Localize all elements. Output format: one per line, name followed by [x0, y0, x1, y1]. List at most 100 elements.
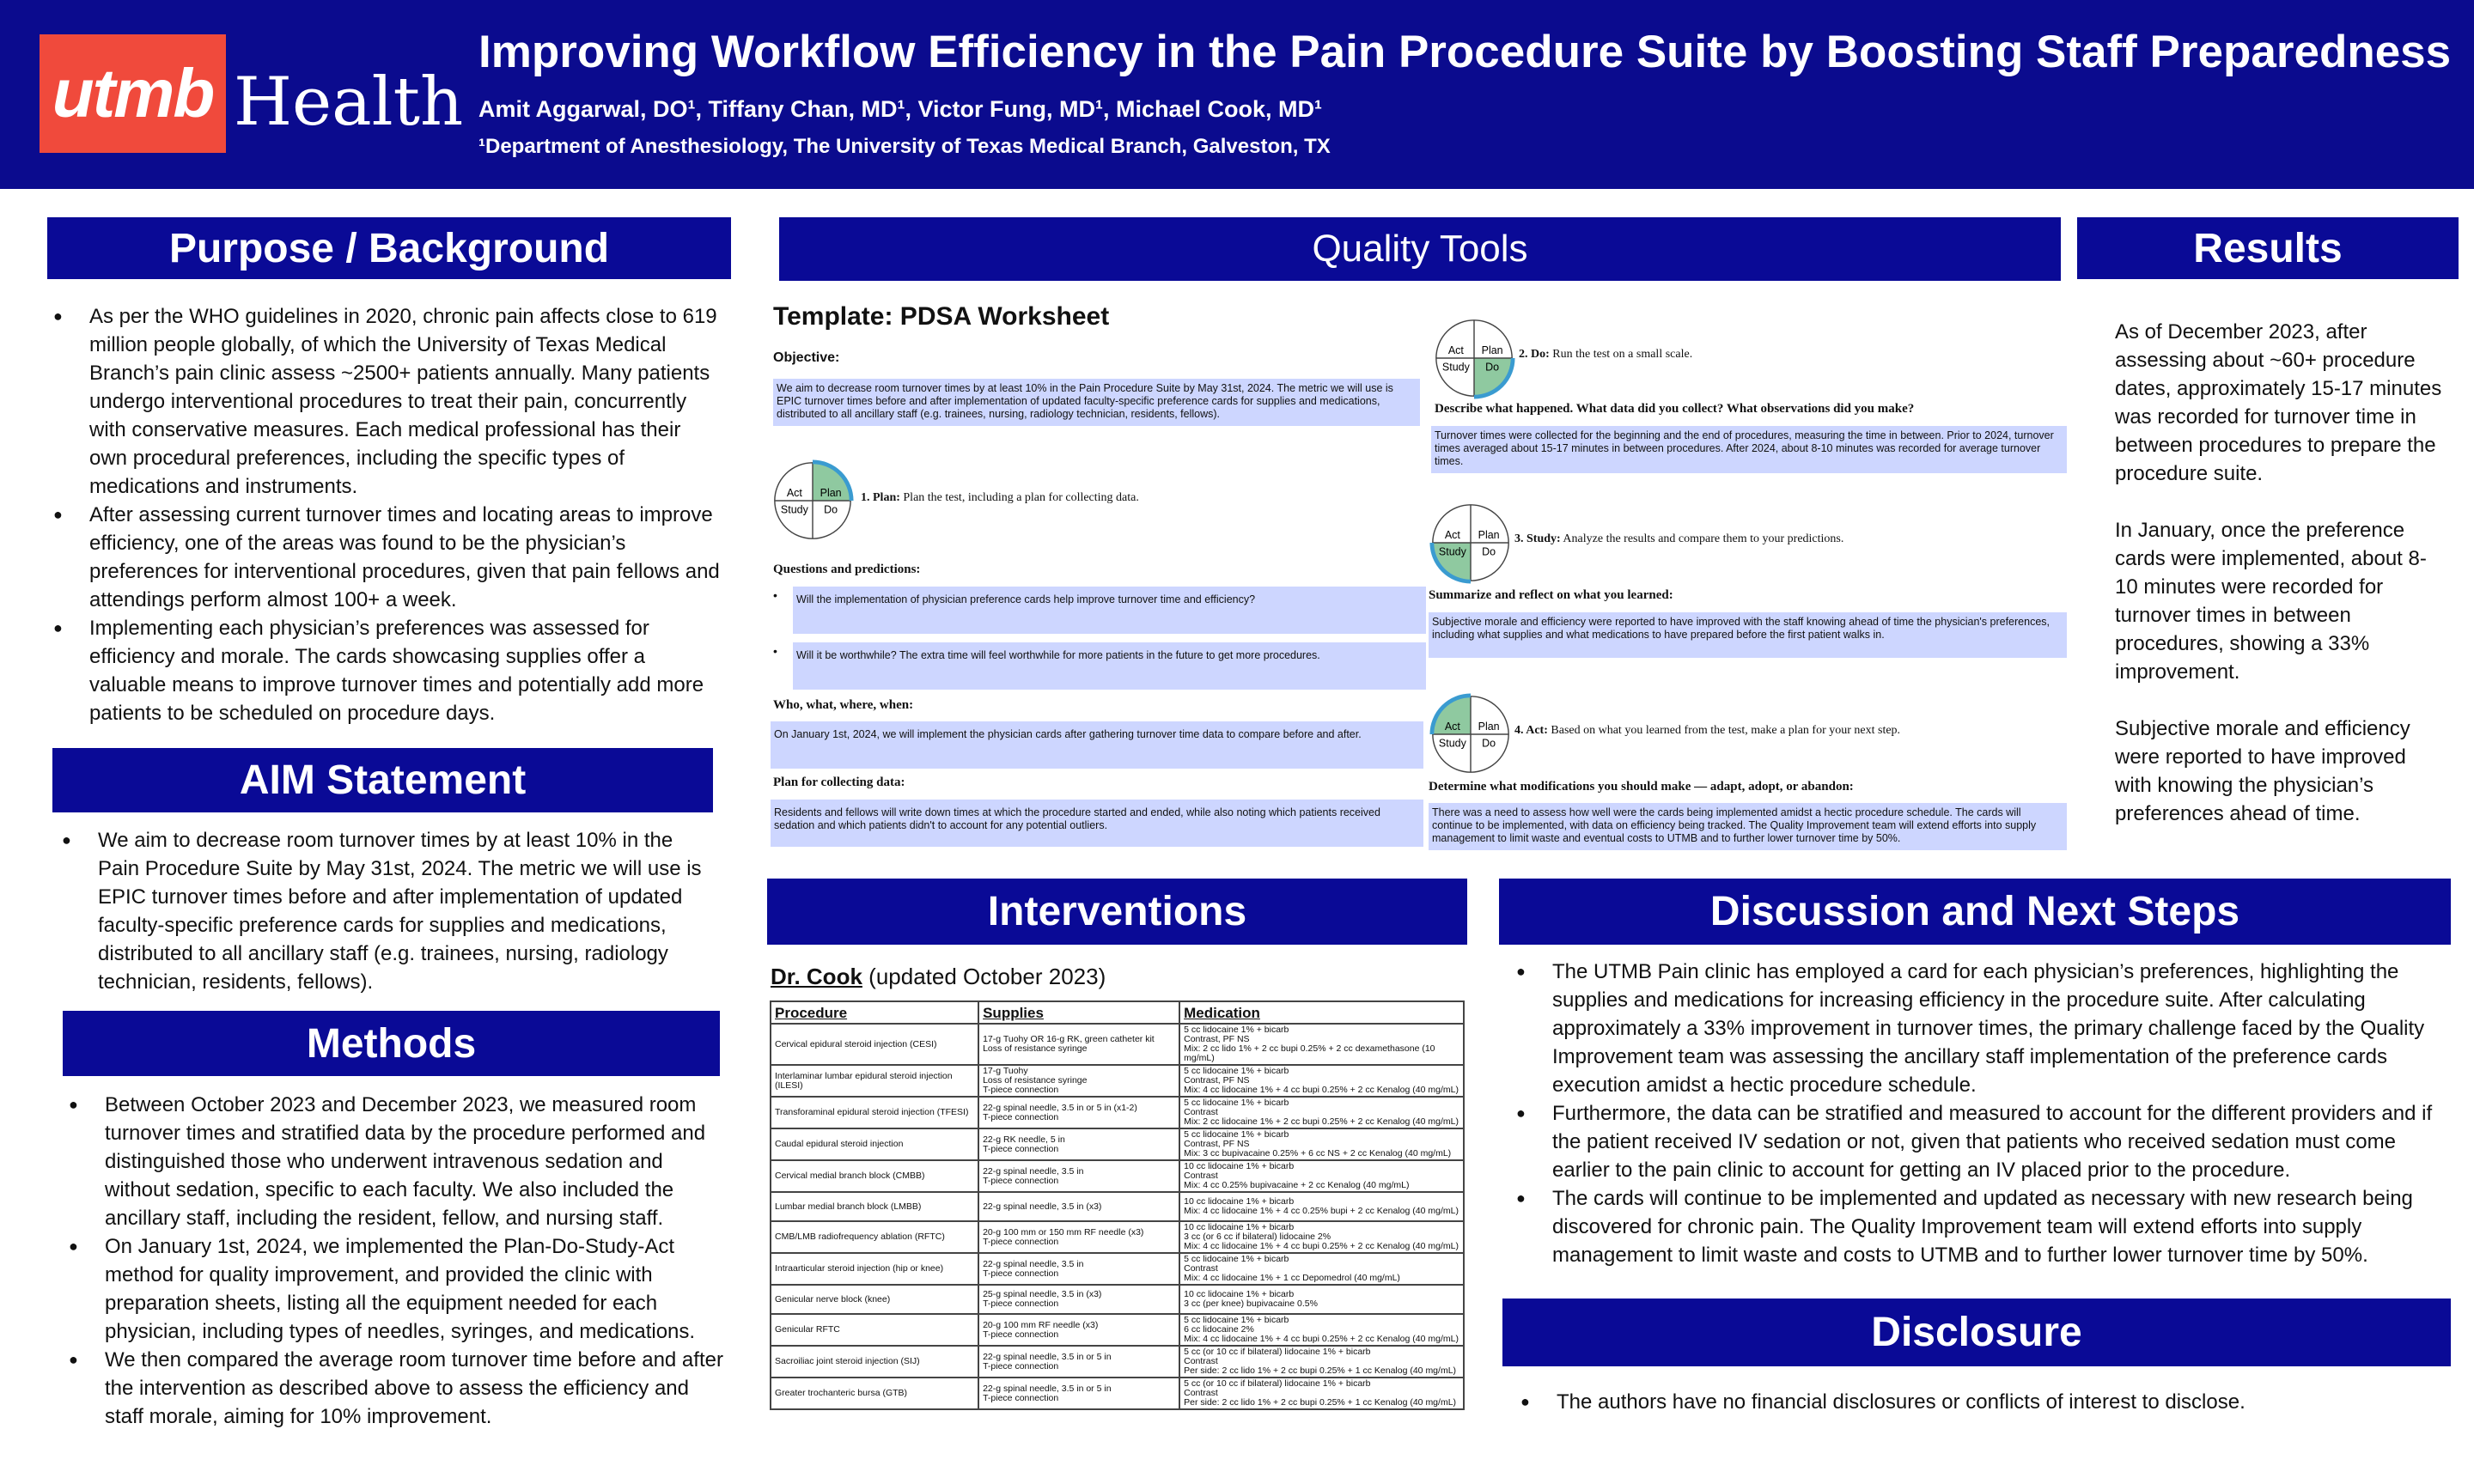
supplies-line: T-piece connection: [983, 1175, 1059, 1186]
medication-line: 3 cc (or 6 cc if bilateral) lidocaine 2%: [1184, 1232, 1331, 1242]
procedure-cell: Interlaminar lumbar epidural steroid inj…: [769, 1064, 980, 1098]
bullet-item: On January 1st, 2024, we implemented the…: [69, 1232, 726, 1346]
medication-line: 5 cc lidocaine 1% + bicarb: [1184, 1098, 1289, 1108]
results-paragraph: As of December 2023, after assessing abo…: [2115, 320, 2442, 485]
table-row: Transforaminal epidural steroid injectio…: [769, 1096, 1465, 1129]
bullet-item: The UTMB Pain clinic has employed a card…: [1516, 958, 2444, 1099]
medication-line: Contrast: [1184, 1356, 1218, 1366]
poster-title: Improving Workflow Efficiency in the Pai…: [478, 27, 2452, 77]
do-step: 2. Do: Run the test on a small scale.: [1519, 348, 1693, 361]
preference-card-table: Procedure Supplies Medication Cervical e…: [769, 1000, 1465, 1410]
medication-line: Contrast, PF NS: [1184, 1075, 1250, 1086]
cycle-plan-label: Plan: [1478, 721, 1500, 733]
bullet-item: Furthermore, the data can be stratified …: [1516, 1099, 2444, 1184]
discussion-body: The UTMB Pain clinic has employed a card…: [1516, 958, 2444, 1269]
supplies-line: 25-g spinal needle, 3.5 in (x3): [983, 1289, 1102, 1299]
purpose-body: As per the WHO guidelines in 2020, chron…: [53, 302, 723, 727]
table-row: Lumbar medial branch block (LMBB)22-g sp…: [769, 1191, 1465, 1222]
medication-line: Mix: 2 cc lidocaine 1% + 2 cc bupi 0.25%…: [1184, 1116, 1459, 1127]
procedure-cell: Cervical epidural steroid injection (CES…: [769, 1023, 980, 1066]
column-header: Supplies: [978, 1000, 1181, 1025]
medication-cell: 5 cc (or 10 cc if bilateral) lidocaine 1…: [1179, 1377, 1465, 1410]
quality-tools-heading: Quality Tools: [779, 217, 2061, 281]
supplies-cell: 25-g spinal needle, 3.5 in (x3)T-piece c…: [978, 1284, 1181, 1315]
bullet-icon: •: [773, 644, 777, 658]
bullet-item: After assessing current turnover times a…: [53, 501, 723, 614]
medication-line: 10 cc lidocaine 1% + bicarb: [1184, 1289, 1295, 1299]
supplies-line: 22-g spinal needle, 3.5 in: [983, 1165, 1084, 1177]
procedure-cell: CMB/LMB radiofrequency ablation (RFTC): [769, 1220, 980, 1254]
supplies-line: Loss of resistance syringe: [983, 1075, 1088, 1086]
collect-box: Residents and fellows will write down ti…: [771, 800, 1423, 847]
procedure-cell: Caudal epidural steroid injection: [769, 1128, 980, 1161]
summarize-label: Summarize and reflect on what you learne…: [1429, 588, 1673, 602]
medication-line: Mix: 4 cc 0.25% bupivacaine + 2 cc Kenal…: [1184, 1180, 1410, 1190]
medication-line: Mix: 4 cc lidocaine 1% + 4 cc bupi 0.25%…: [1184, 1241, 1459, 1251]
medication-line: 6 cc lidocaine 2%: [1184, 1324, 1254, 1335]
supplies-line: 22-g RK needle, 5 in: [983, 1134, 1065, 1145]
bullet-item: The cards will continue to be implemente…: [1516, 1184, 2444, 1269]
cycle-study-label: Study: [781, 503, 809, 515]
summarize-box: Subjective morale and efficiency were re…: [1429, 612, 2067, 658]
describe-label: Describe what happened. What data did yo…: [1435, 402, 1915, 416]
procedure-cell: Transforaminal epidural steroid injectio…: [769, 1096, 980, 1129]
supplies-line: Loss of resistance syringe: [983, 1043, 1088, 1054]
question-box-1: Will the implementation of physician pre…: [793, 587, 1426, 634]
determine-label: Determine what modifications you should …: [1429, 780, 1854, 794]
updated-date: (updated October 2023): [868, 964, 1106, 989]
collect-label: Plan for collecting data:: [773, 775, 905, 789]
procedure-cell: Lumbar medial branch block (LMBB): [769, 1191, 980, 1222]
medication-line: Contrast, PF NS: [1184, 1034, 1250, 1044]
medication-line: Contrast: [1184, 1171, 1218, 1181]
results-body: As of December 2023, after assessing abo…: [2115, 318, 2446, 828]
medication-line: 10 cc lidocaine 1% + bicarb: [1184, 1161, 1295, 1171]
purpose-heading: Purpose / Background: [47, 217, 731, 279]
supplies-line: 22-g spinal needle, 3.5 in: [983, 1258, 1084, 1269]
utmb-logo: utmb: [40, 34, 226, 153]
supplies-line: 22-g spinal needle, 3.5 in or 5 in (x1-2…: [983, 1102, 1137, 1113]
cycle-study-label: Study: [1442, 361, 1471, 373]
question-box-2: Will it be worthwhile? The extra time wi…: [793, 642, 1426, 690]
who-box: On January 1st, 2024, we will implement …: [771, 721, 1423, 769]
column-header: Medication: [1179, 1000, 1465, 1025]
cycle-act-label: Act: [1445, 721, 1461, 733]
procedure-cell: Greater trochanteric bursa (GTB): [769, 1377, 980, 1410]
department: ¹Department of Anesthesiology, The Unive…: [478, 135, 1331, 158]
cycle-do-label: Do: [824, 503, 838, 515]
supplies-cell: 20-g 100 mm or 150 mm RF needle (x3)T-pi…: [978, 1220, 1181, 1254]
medication-line: Contrast: [1184, 1388, 1218, 1398]
supplies-cell: 20-g 100 mm RF needle (x3)T-piece connec…: [978, 1313, 1181, 1347]
purpose-list: As per the WHO guidelines in 2020, chron…: [53, 302, 723, 727]
cycle-study-label: Study: [1439, 737, 1467, 749]
medication-line: Mix: 4 cc lidocaine 1% + 4 cc bupi 0.25%…: [1184, 1334, 1459, 1344]
medication-line: 5 cc (or 10 cc if bilateral) lidocaine 1…: [1184, 1347, 1371, 1357]
supplies-line: 20-g 100 mm RF needle (x3): [983, 1319, 1099, 1330]
table-row: Intraarticular steroid injection (hip or…: [769, 1252, 1465, 1286]
plan-step: 1. Plan: Plan the test, including a plan…: [861, 491, 1139, 504]
medication-line: 3 cc (per knee) bupivacaine 0.5%: [1184, 1298, 1318, 1309]
procedure-cell: Sacroiliac joint steroid injection (SIJ): [769, 1345, 980, 1378]
medication-line: Mix: 4 cc lidocaine 1% + 4 cc 0.25% bupi…: [1184, 1206, 1459, 1216]
supplies-line: 22-g spinal needle, 3.5 in (x3): [983, 1201, 1102, 1212]
determine-box: There was a need to assess how well were…: [1429, 803, 2067, 850]
authors: Amit Aggarwal, DO¹, Tiffany Chan, MD¹, V…: [478, 96, 1323, 122]
supplies-line: 20-g 100 mm or 150 mm RF needle (x3): [983, 1226, 1144, 1238]
study-step: 3. Study: Analyze the results and compar…: [1514, 532, 1844, 545]
table-row: Cervical epidural steroid injection (CES…: [769, 1023, 1465, 1066]
medication-line: Mix: 3 cc bupivacaine 0.25% + 6 cc NS + …: [1184, 1148, 1452, 1159]
aim-heading: AIM Statement: [52, 748, 713, 812]
pdsa-title: Template: PDSA Worksheet: [773, 302, 1110, 331]
bullet-item: Implementing each physician’s preference…: [53, 614, 723, 727]
